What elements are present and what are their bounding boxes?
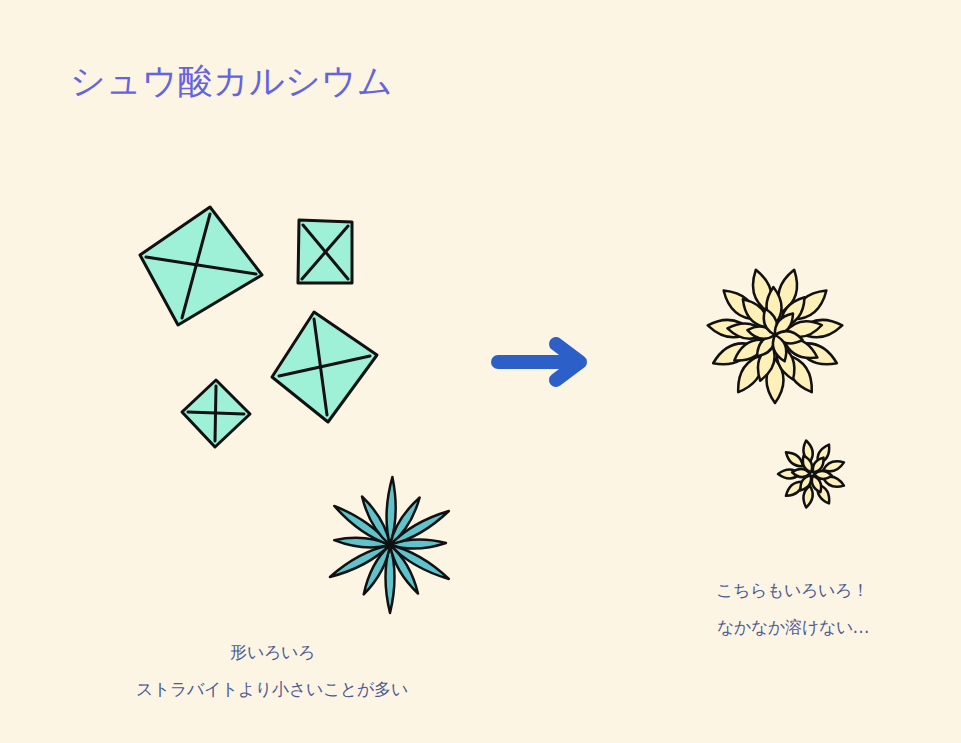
crystal-dissolving — [778, 440, 845, 509]
crystal-envelope — [298, 220, 352, 283]
crystal-needle-cluster — [328, 477, 451, 613]
crystal-envelope — [182, 380, 250, 447]
needle — [388, 507, 451, 549]
arrow — [498, 344, 580, 380]
crystal-dissolving — [706, 267, 843, 403]
petal — [769, 333, 790, 363]
note-label: 形いろいろ — [230, 641, 315, 664]
crystal-envelope — [140, 207, 262, 325]
note-label: ストラバイトより小さいことが多い — [136, 678, 408, 701]
petal — [809, 474, 824, 494]
title: シュウ酸カルシウム — [70, 58, 393, 105]
note-label: こちらもいろいろ！ — [716, 579, 869, 602]
needle — [386, 543, 422, 596]
note-label: なかなか溶けない… — [717, 616, 870, 639]
crystal-envelope — [272, 312, 377, 422]
